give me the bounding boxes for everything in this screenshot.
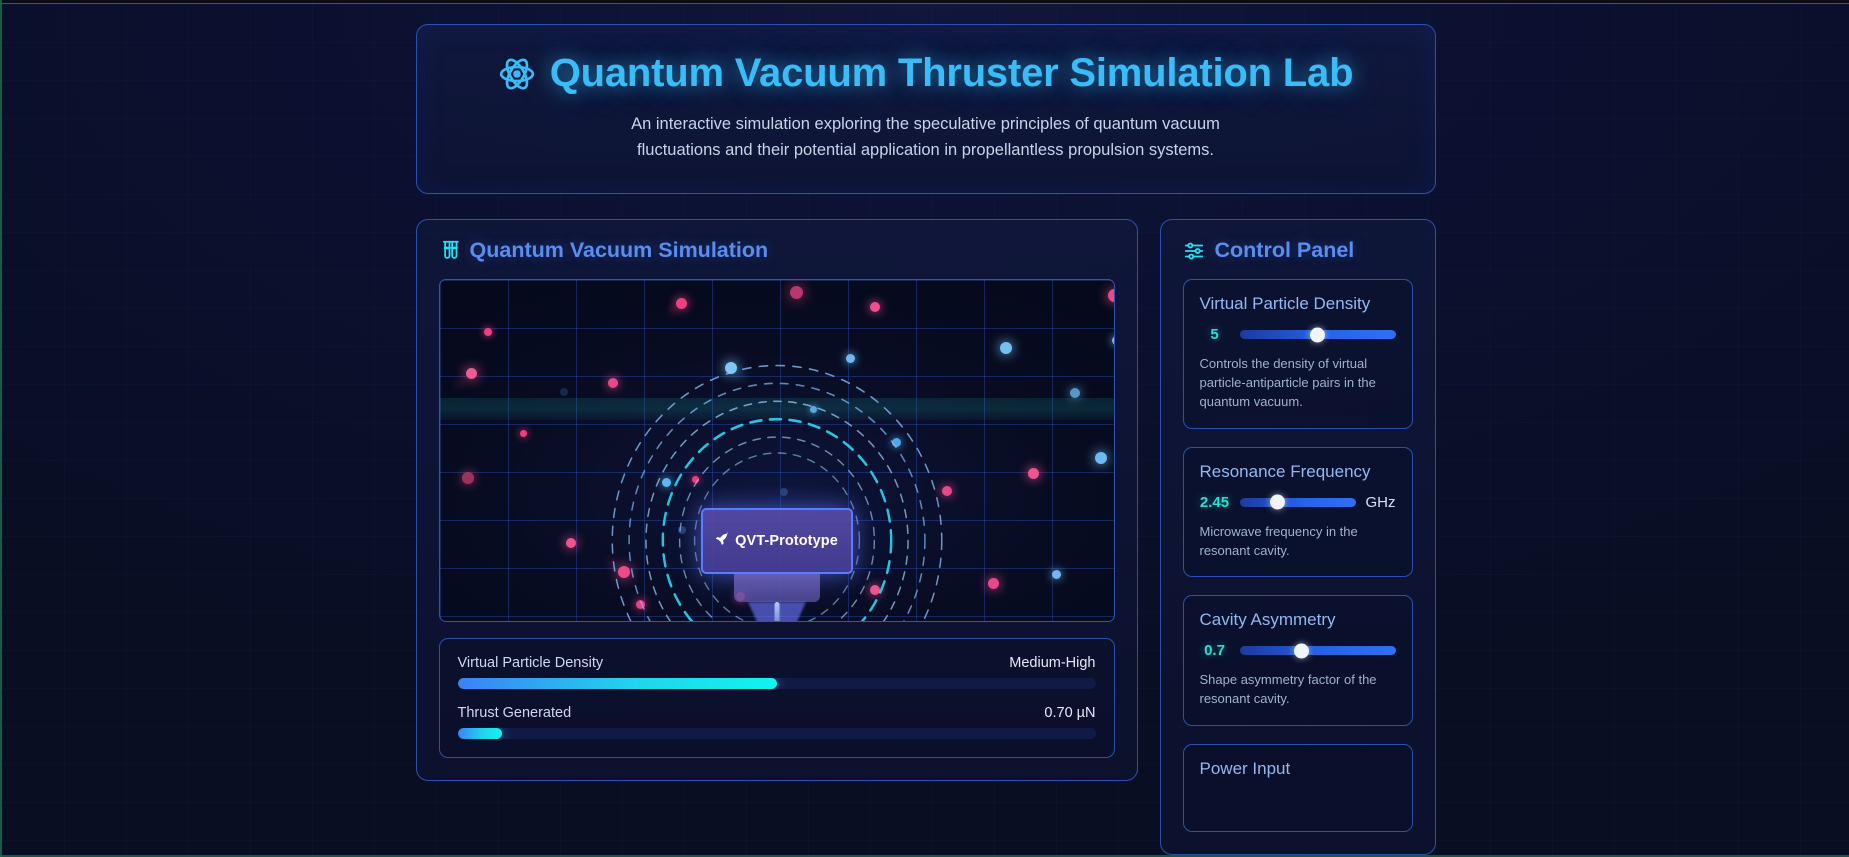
particle (691, 476, 699, 484)
particle (661, 478, 671, 488)
particle (519, 430, 527, 438)
slider-thumb[interactable] (1294, 643, 1310, 659)
metric-value: Medium-High (1009, 655, 1096, 672)
control-description: Microwave frequency in the resonant cavi… (1199, 523, 1358, 558)
control-panel-title-text: Control Panel (1214, 238, 1355, 263)
control-slider-row: 2.45 GHz (1200, 494, 1396, 511)
window-bottom-edge (0, 855, 1849, 857)
test-tubes-icon (439, 240, 460, 261)
window-top-edge (0, 0, 1849, 4)
particle (461, 472, 474, 485)
particle (1111, 336, 1114, 346)
metric-header: Virtual Particle Density Medium-High (458, 655, 1096, 671)
particle (1107, 289, 1114, 303)
particle (789, 286, 803, 300)
page-scroll-container[interactable]: Quantum Vacuum Thruster Simulation Lab A… (2, 4, 1849, 857)
simulation-viewport[interactable]: QVT-Prototype (438, 279, 1115, 623)
atom-icon (498, 55, 536, 93)
control-slider-row: 0.7 (1200, 642, 1396, 659)
rocket-icon (715, 531, 730, 551)
control-card-cavity-asymmetry: Cavity Asymmetry 0.7 Shape asymmetry fac… (1182, 595, 1413, 727)
simulation-panel-title: Quantum Vacuum Simulation (439, 238, 1115, 263)
slider-thumb[interactable] (1270, 494, 1286, 510)
particle (1069, 388, 1080, 399)
particle (1094, 452, 1107, 465)
particle (987, 578, 999, 590)
control-description: Shape asymmetry factor of the resonant c… (1199, 672, 1377, 707)
control-value: 2.45 (1199, 493, 1230, 511)
particle (565, 538, 576, 549)
control-label: Cavity Asymmetry (1199, 610, 1336, 630)
thruster-nozzle (733, 574, 820, 603)
control-card-power-input: Power Input (1182, 744, 1413, 833)
thruster-plume-core (774, 602, 779, 622)
particle (724, 362, 737, 375)
thruster-label: QVT-Prototype (735, 533, 838, 550)
metric-row: Thrust Generated 0.70 µN (457, 705, 1096, 740)
simulation-panel: Quantum Vacuum Simulation (415, 219, 1138, 782)
particle (617, 566, 630, 579)
control-label: Resonance Frequency (1199, 461, 1371, 481)
control-card-virtual-particle-density: Virtual Particle Density 5 Controls the … (1182, 279, 1413, 429)
window-left-edge (0, 0, 2, 857)
control-slider-row: 5 (1200, 326, 1396, 343)
slider-track[interactable] (1239, 494, 1356, 510)
slider-track[interactable] (1239, 327, 1396, 343)
metric-value: 0.70 µN (1044, 705, 1096, 722)
thruster-craft[interactable]: QVT-Prototype (700, 508, 853, 622)
control-label: Virtual Particle Density (1199, 294, 1371, 314)
control-value: 5 (1210, 326, 1219, 344)
particle (869, 585, 880, 596)
simulation-metrics: Virtual Particle Density Medium-High Thr… (438, 638, 1115, 759)
particle (845, 354, 855, 364)
control-panel-title: Control Panel (1183, 238, 1413, 263)
particle (999, 342, 1012, 355)
thruster-body: QVT-Prototype (700, 508, 853, 575)
main-grid: Quantum Vacuum Simulation (415, 219, 1436, 856)
metric-track (457, 678, 1096, 690)
page-title: Quantum Vacuum Thruster Simulation Lab (457, 51, 1395, 96)
particle (1051, 570, 1061, 580)
particle (483, 328, 492, 337)
metric-track (457, 728, 1096, 740)
particle (809, 406, 817, 414)
content-wrapper: Quantum Vacuum Thruster Simulation Lab A… (415, 24, 1436, 856)
scan-line (439, 398, 1114, 421)
particle (941, 486, 952, 497)
control-panel: Control Panel Virtual Particle Density 5… (1159, 219, 1436, 856)
particle (869, 302, 880, 313)
slider-thumb[interactable] (1310, 327, 1325, 343)
header-card: Quantum Vacuum Thruster Simulation Lab A… (415, 24, 1436, 195)
particle (559, 388, 568, 397)
control-value: 0.7 (1204, 642, 1225, 660)
metric-header: Thrust Generated 0.70 µN (458, 705, 1096, 721)
sliders-icon (1183, 240, 1205, 262)
control-label: Power Input (1199, 759, 1291, 779)
page-title-text: Quantum Vacuum Thruster Simulation Lab (549, 51, 1354, 95)
control-unit: GHz (1365, 493, 1396, 511)
particle (779, 488, 788, 497)
particle (607, 378, 618, 389)
slider-track[interactable] (1239, 643, 1396, 659)
particle (635, 600, 645, 610)
metric-label: Thrust Generated (457, 705, 572, 722)
metric-label: Virtual Particle Density (457, 655, 604, 672)
metric-row: Virtual Particle Density Medium-High (457, 655, 1096, 690)
metric-fill (457, 728, 503, 740)
particle (677, 526, 686, 535)
particle (1027, 468, 1039, 480)
particle (465, 368, 477, 380)
metric-fill (457, 678, 777, 690)
particle (675, 298, 687, 310)
control-card-resonance-frequency: Resonance Frequency 2.45 GHz Microwave f… (1182, 446, 1413, 578)
particle (891, 438, 901, 448)
control-description: Controls the density of virtual particle… (1199, 356, 1376, 409)
page-subtitle: An interactive simulation exploring the … (631, 115, 1220, 159)
simulation-panel-title-text: Quantum Vacuum Simulation (469, 238, 769, 263)
